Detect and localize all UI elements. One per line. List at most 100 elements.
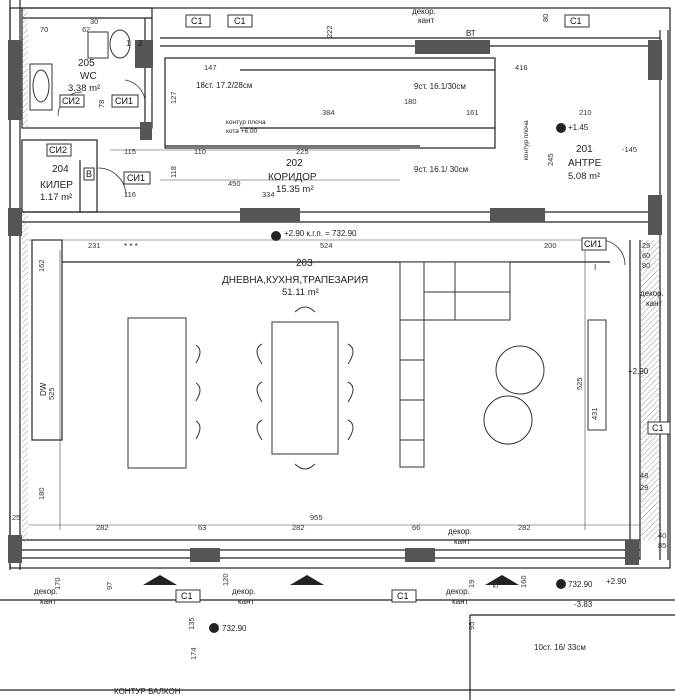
level-right-wall: +2.90 bbox=[628, 367, 649, 376]
kitchen-dots: * * * bbox=[124, 242, 138, 251]
room-area-entry: 5.08 m² bbox=[568, 171, 600, 182]
tag-c1-bottom-b: C1 bbox=[397, 591, 409, 601]
dim-70: 70 bbox=[40, 25, 48, 34]
room-living: 203 ДНЕВНА,КУХНЯ,ТРАПЕЗАРИЯ 51.11 m² bbox=[222, 258, 368, 298]
decor-top: декор. bbox=[412, 7, 436, 16]
dim-145: -145 bbox=[622, 145, 637, 154]
dimension-labels: 70 62 30 147 127 222 80 416 384 180 161 … bbox=[12, 14, 666, 660]
decor-bottom-c: декор. bbox=[446, 587, 470, 596]
sofa bbox=[399, 261, 511, 468]
dishwasher-label: DW bbox=[39, 382, 48, 396]
slab-contour: контур плоча bbox=[523, 120, 530, 160]
kant-bottom-a: кант bbox=[40, 597, 57, 606]
tag-si2-b: СИ2 bbox=[49, 145, 67, 155]
dim-25b: 25 bbox=[642, 241, 650, 250]
level-terrace: +2.90 bbox=[606, 577, 627, 586]
kant-top: кант bbox=[418, 16, 435, 25]
room-corridor: 202 КОРИДОР 15.35 m² bbox=[268, 158, 317, 195]
dim-135: 135 bbox=[187, 617, 196, 630]
tag-si1-c: СИ1 bbox=[584, 239, 602, 249]
dim-95: 95 bbox=[467, 622, 476, 630]
room-area-corridor: 15.35 m² bbox=[276, 184, 314, 195]
room-area-wc: 3.38 m² bbox=[68, 83, 100, 94]
level-lift: +1.45 bbox=[568, 123, 589, 132]
room-name-storage: КИЛЕР bbox=[40, 180, 73, 191]
dim-161: 161 bbox=[466, 108, 479, 117]
tag-si1-a: СИ1 bbox=[115, 96, 133, 106]
toilet-icon bbox=[109, 29, 131, 59]
coffee-tables bbox=[483, 345, 545, 445]
dim-431: 431 bbox=[590, 407, 599, 420]
dim-127: 127 bbox=[169, 91, 178, 104]
dim-334: 334 bbox=[262, 190, 275, 199]
room-name-wc: WC bbox=[80, 71, 97, 82]
dim-115: 115 bbox=[124, 147, 136, 156]
dim-170: 170 bbox=[53, 577, 62, 590]
dim-282b: 282 bbox=[292, 523, 305, 532]
dim-60: 60 bbox=[642, 251, 650, 260]
dim-63: 63 bbox=[198, 523, 206, 532]
dim-180b: 180 bbox=[37, 487, 46, 500]
dim-450: 450 bbox=[228, 179, 241, 188]
dim-48: 48 bbox=[640, 471, 648, 480]
dim-19: 19 bbox=[467, 580, 476, 588]
level-markers bbox=[209, 123, 566, 633]
dim-174: 174 bbox=[189, 647, 198, 660]
tag-si2-a: СИ2 bbox=[62, 96, 80, 106]
stair-lower: 9ст. 16.1/ 30см bbox=[414, 165, 468, 174]
decor-bottom-a: декор. bbox=[34, 587, 58, 596]
wc-fixtures bbox=[29, 29, 131, 111]
level-outside-right: 732.90 bbox=[568, 580, 593, 589]
dim-200: 200 bbox=[544, 241, 557, 250]
dim-25a: 25 bbox=[12, 513, 20, 522]
marker-i: I bbox=[594, 263, 596, 272]
marker-2: 2 bbox=[138, 39, 143, 48]
tags: C1 C1 C1 C1 C1 C1 СИ2 СИ1 СИ2 СИ1 СИ1 B … bbox=[46, 14, 671, 603]
dim-180: 180 bbox=[404, 97, 417, 106]
kitchen-island bbox=[127, 317, 201, 469]
room-name-living: ДНЕВНА,КУХНЯ,ТРАПЕЗАРИЯ bbox=[222, 275, 368, 286]
decor-bottom-b: декор. bbox=[232, 587, 256, 596]
dim-110: 110 bbox=[194, 147, 206, 156]
room-number-storage: 204 bbox=[52, 164, 69, 175]
dimension-lines bbox=[28, 149, 640, 530]
sink-icon bbox=[32, 69, 50, 103]
room-storage: 204 КИЛЕР 1.17 m² bbox=[40, 164, 73, 203]
dim-160: 160 bbox=[519, 575, 528, 588]
tag-c1-bottom-a: C1 bbox=[181, 591, 193, 601]
kant-right-a: кант bbox=[646, 299, 663, 308]
dim-80: 80 bbox=[541, 14, 550, 22]
dim-66: 66 bbox=[412, 523, 420, 532]
stair-slab: контур плоча bbox=[226, 119, 266, 126]
dim-147: 147 bbox=[204, 63, 217, 72]
tv-unit bbox=[587, 319, 607, 431]
decor-bottom-d: декор. bbox=[448, 527, 472, 536]
dim-416: 416 bbox=[515, 63, 528, 72]
balcony-contour: КОНТУР БАЛКОН bbox=[114, 687, 181, 696]
stair-labels: 18ст. 17.2/28см 9ст. 16.1/30см 9ст. 16.1… bbox=[114, 81, 586, 696]
dim-210: 210 bbox=[579, 108, 592, 117]
dim-78: 78 bbox=[97, 100, 106, 108]
room-wc: 205 WC 3.38 m² bbox=[68, 58, 100, 94]
tag-c1-top-b: C1 bbox=[234, 16, 246, 26]
dim-80b: 80 bbox=[642, 261, 650, 270]
columns bbox=[8, 40, 662, 565]
dim-222: 222 bbox=[325, 25, 334, 38]
room-area-storage: 1.17 m² bbox=[40, 192, 72, 203]
room-number-living: 203 bbox=[296, 258, 313, 269]
dim-97: 97 bbox=[105, 582, 114, 590]
dim-525a: 525 bbox=[47, 387, 56, 400]
dim-282c: 282 bbox=[518, 523, 531, 532]
stair-upper: 18ст. 17.2/28см bbox=[196, 81, 252, 90]
room-name-corridor: КОРИДОР bbox=[268, 172, 317, 183]
room-entry: 201 АНТРЕ 5.08 m² bbox=[568, 144, 602, 182]
kant-bottom-c: кант bbox=[452, 597, 469, 606]
stair-entry: 9ст. 16.1/30см bbox=[414, 82, 466, 91]
tag-vt: ВТ bbox=[466, 29, 476, 38]
tag-si1-b: СИ1 bbox=[127, 173, 145, 183]
dim-282a: 282 bbox=[96, 523, 109, 532]
dim-384: 384 bbox=[322, 108, 335, 117]
kant-bottom-b: кант bbox=[238, 597, 255, 606]
dim-85: 85 bbox=[658, 541, 666, 550]
